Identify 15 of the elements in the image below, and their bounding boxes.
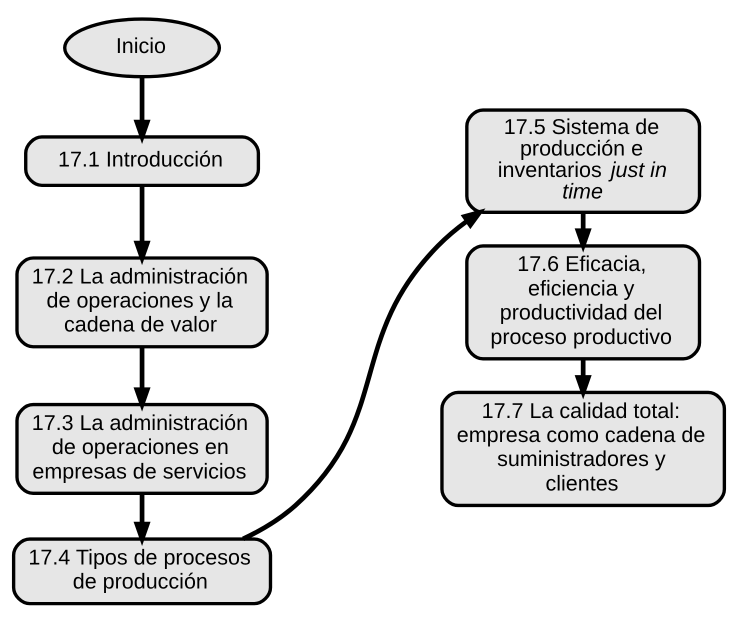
arrow — [134, 493, 151, 546]
node-box: 17.4 Tipos de procesos de producción — [12, 536, 272, 605]
arrow — [242, 208, 486, 541]
node-box: 17.7 La calidad total: empresa como cadena de suministradores y clientes — [440, 390, 726, 507]
arrow — [134, 184, 151, 265]
node-box: 17.2 La administración de operaciones y la cadena de valor — [15, 256, 269, 348]
node-box: 17.6 Eficacia, eficiencia y productividad del proceso productivo — [465, 244, 702, 360]
arrow — [134, 76, 151, 144]
node-box: 17.3 La administración de operaciones en empresas de servicios — [15, 402, 269, 495]
node-box: 17.5 Sistema de producción e inventarios just in time — [465, 108, 702, 214]
arrow — [134, 346, 151, 412]
node-ellipse: Inicio — [63, 16, 222, 78]
arrow — [574, 358, 592, 399]
node-box: 17.1 Introducción — [24, 134, 260, 187]
arrow — [574, 212, 592, 252]
